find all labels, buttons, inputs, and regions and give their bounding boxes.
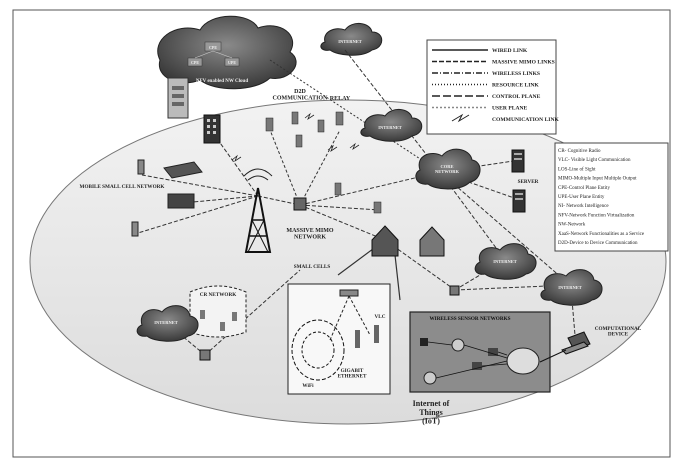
router-node-icon xyxy=(449,285,460,296)
laptop-icon xyxy=(539,331,591,363)
antenna-icon xyxy=(137,159,145,175)
mimo-node-icon xyxy=(293,197,307,211)
vehicle-icon xyxy=(167,193,195,209)
office-building-icon xyxy=(203,114,221,144)
cpe-top-label: CPE xyxy=(209,45,217,50)
sensor-node-icon xyxy=(420,338,428,346)
phone-icon xyxy=(335,111,344,126)
house-icon xyxy=(419,226,445,257)
relay-label: RELAY xyxy=(330,96,351,102)
light-pole-icon xyxy=(374,325,379,343)
abbreviation-item: CPE-Control Plane Entity xyxy=(558,186,610,191)
phone-icon xyxy=(265,117,274,132)
nfv-cloud-label: NFV enabled NW Cloud xyxy=(196,79,248,84)
phone-icon xyxy=(295,134,303,148)
cpe-left-label: CPE xyxy=(191,60,199,65)
abbreviation-item: XaaS-Network Functionalities as a Servic… xyxy=(558,232,645,237)
zigzag-icon xyxy=(327,144,338,153)
internet-top-label: INTERNET xyxy=(338,39,362,44)
wifi-label: WiFi xyxy=(302,383,314,389)
phone-icon xyxy=(317,119,325,133)
router-node-icon xyxy=(199,349,211,361)
wsn-box: WIRELESS SENSOR NETWORKS xyxy=(409,311,551,393)
abbreviation-item: UPE-User Plane Entity xyxy=(558,195,605,200)
house-icon xyxy=(371,225,399,257)
sensor-node-icon xyxy=(472,362,482,370)
abbreviation-item: MIMO-Multiple Input Multiple Output xyxy=(558,177,637,182)
abbreviation-item: LOS-Line of Sight xyxy=(558,167,596,172)
legend-label: USER PLANE xyxy=(492,106,528,112)
internet-mid-label: INTERNET xyxy=(378,125,402,130)
antenna-icon xyxy=(131,221,139,237)
internet-bottom-label: INTERNET xyxy=(558,285,582,290)
abbreviation-item: CR- Cognitive Radio xyxy=(558,149,601,154)
internet-left-cloud: INTERNET xyxy=(136,305,199,342)
legend-label: MASSIVE MIMO LINKS xyxy=(492,60,555,66)
legend-label: CONTROL PLANE xyxy=(492,94,541,100)
sink-node-icon xyxy=(506,347,540,375)
phone-icon xyxy=(334,182,342,196)
internet-top-cloud: INTERNET xyxy=(320,23,383,56)
abbreviation-item: VLC- Visible Light Communication xyxy=(558,158,631,163)
sensor-node-icon xyxy=(488,348,498,356)
server-icon xyxy=(511,149,525,173)
mobile-small-cell: MOBILE SMALL CELL NETWORK xyxy=(80,159,203,237)
phone-icon xyxy=(232,312,237,321)
legend-label: RESOURCE LINK xyxy=(492,83,539,89)
server-icon xyxy=(512,189,526,213)
phone-icon xyxy=(220,322,225,331)
internet-bottom-right-cloud: INTERNET xyxy=(540,269,603,306)
light-pole-icon xyxy=(355,330,360,348)
datacenter-icon xyxy=(167,77,189,119)
legend-box: WIRED LINK MASSIVE MIMO LINKS WIRELESS LIN… xyxy=(426,39,560,135)
legend-swatch xyxy=(451,113,470,123)
phone-icon xyxy=(200,310,205,319)
server-label: SERVER xyxy=(518,179,539,185)
sensor-node-icon xyxy=(451,338,465,352)
internet-mid-cloud: INTERNET xyxy=(360,109,423,142)
nfv-cloud: CPE CPE UPE NFV enabled NW Cloud xyxy=(157,15,297,90)
upe-label: UPE xyxy=(228,60,236,65)
legend-label: WIRED LINK xyxy=(492,48,528,54)
abbreviation-item: D2D-Device to Device Communication xyxy=(558,241,638,246)
internet-right-cloud: INTERNET xyxy=(474,243,537,280)
internet-right-label: INTERNET xyxy=(493,259,517,264)
legend-label: COMMUNICATION LINK xyxy=(492,117,560,123)
internet-left-label: INTERNET xyxy=(154,320,178,325)
legend-label: WIRELESS LINKS xyxy=(492,71,540,77)
abbreviation-item: NI- Network Intelligence xyxy=(558,204,609,209)
small-cells-label: SMALL CELLS xyxy=(294,264,331,270)
abbreviation-item: NW-Network xyxy=(558,223,586,228)
sensor-node-icon xyxy=(423,371,437,385)
wsn-label: WIRELESS SENSOR NETWORKS xyxy=(429,316,510,322)
phone-icon xyxy=(373,201,382,214)
zigzag-icon xyxy=(349,142,360,151)
abbreviation-item: NFV-Network Function Virtualization xyxy=(558,213,635,218)
vlc-label: VLC xyxy=(375,314,386,320)
cr-network-label: CR NETWORK xyxy=(200,292,236,298)
zigzag-icon xyxy=(231,154,242,163)
mobile-small-cell-label: MOBILE SMALL CELL NETWORK xyxy=(80,184,165,190)
cr-network: CR NETWORK xyxy=(189,285,247,338)
cell-tower-icon xyxy=(243,168,273,253)
zigzag-icon xyxy=(304,112,315,121)
phone-icon xyxy=(291,111,299,125)
